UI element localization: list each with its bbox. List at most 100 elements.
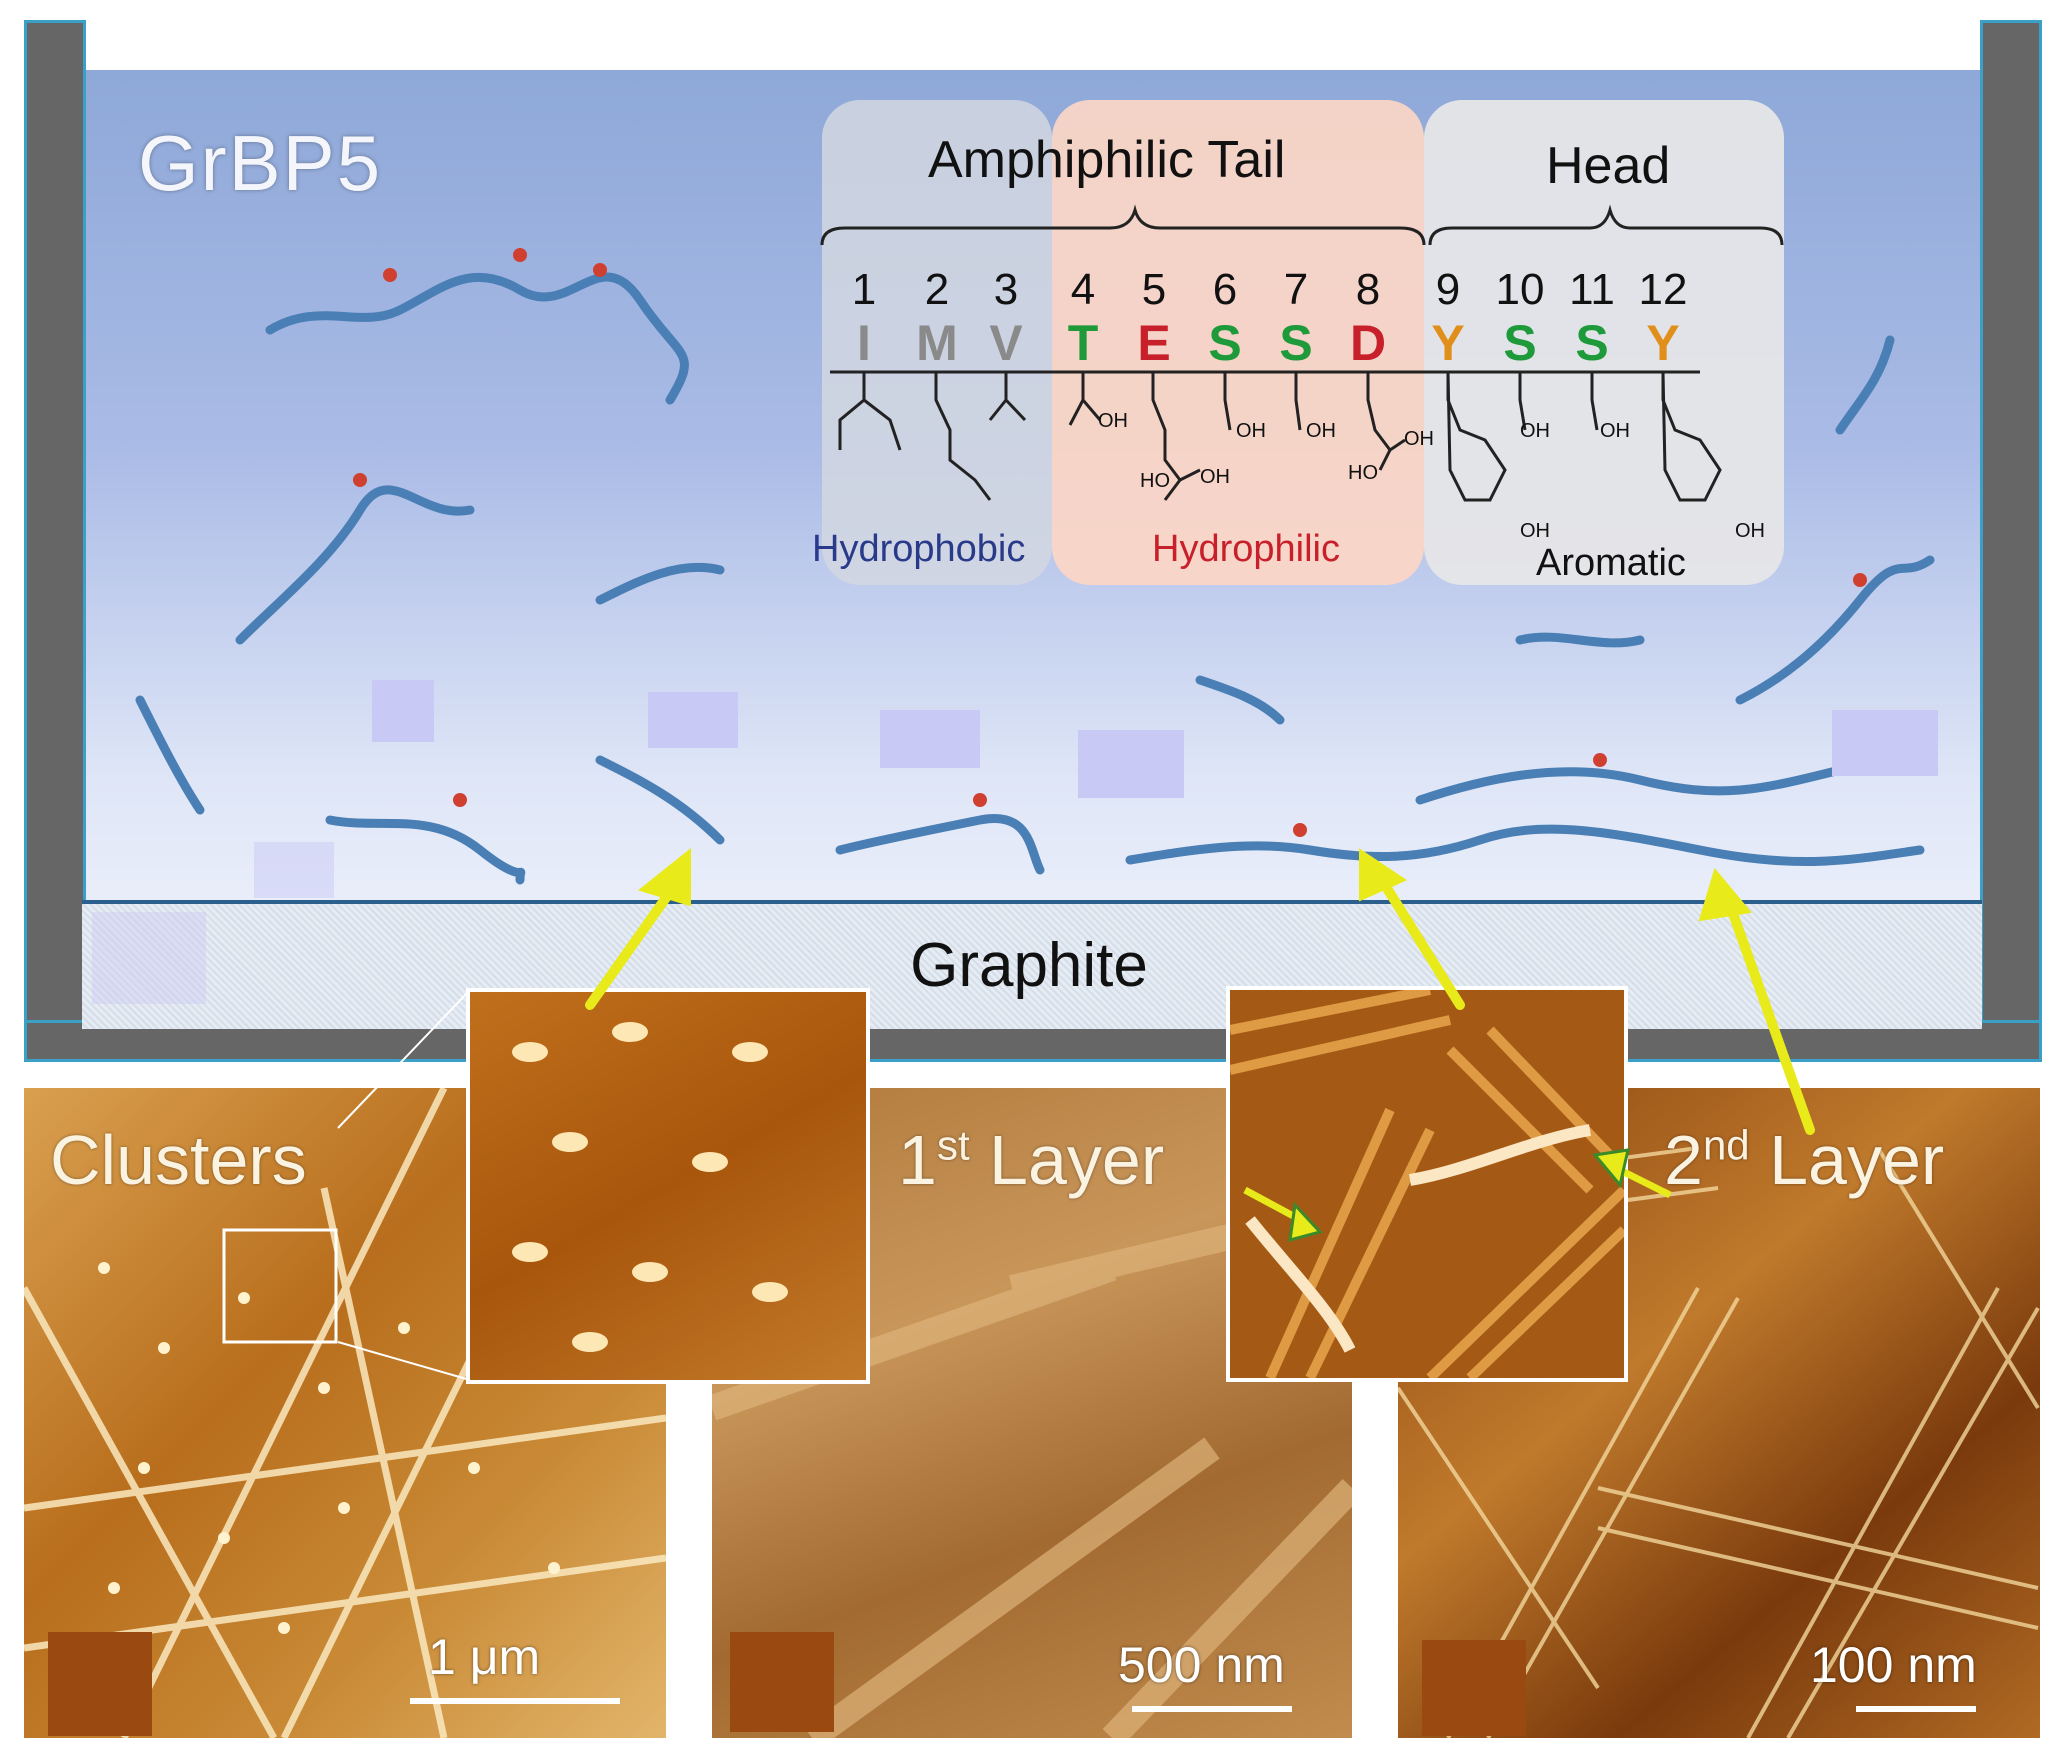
atom-oxygen <box>1853 573 1867 587</box>
cluster-dot <box>238 1292 250 1304</box>
cluster-dot <box>218 1532 230 1544</box>
peptide-chain <box>595 562 725 605</box>
brace-tail <box>820 204 1426 246</box>
atom-oxygen <box>353 473 367 487</box>
side-chain-label: OH <box>1600 420 1630 442</box>
residue-position: 12 <box>1638 265 1688 314</box>
arrow-second-layer <box>1725 900 1815 1135</box>
panel-label-number: 1 <box>898 1121 937 1199</box>
peptide-chain <box>1835 335 1895 435</box>
head-region-box <box>1424 100 1784 585</box>
side-chain-label: OH <box>1520 520 1550 542</box>
panel-label-text: Layer <box>969 1121 1165 1199</box>
arrow-first-layer <box>1380 880 1465 1010</box>
residue-position: 6 <box>1212 265 1238 314</box>
panel-label-ordinal: st <box>936 1121 970 1169</box>
peptide-chain <box>235 485 475 645</box>
side-chain-label: OH <box>1404 428 1434 450</box>
side-chain-label: HO <box>1348 462 1378 484</box>
residue-letter: V <box>989 315 1023 371</box>
cluster-dot <box>318 1382 330 1394</box>
masked-patch <box>880 710 980 768</box>
atom-oxygen <box>383 268 397 282</box>
cluster-dot <box>548 1562 560 1574</box>
panel-label-number: 2 <box>1664 1121 1703 1199</box>
scale-bar-clusters <box>410 1698 620 1704</box>
scale-label-first-layer: 500 nm <box>1118 1637 1285 1693</box>
residue-letter: Y <box>1646 315 1680 371</box>
peptide-chain <box>595 755 725 845</box>
side-chain-ser <box>1518 372 1527 431</box>
cluster-blob <box>692 1152 728 1172</box>
atom-oxygen <box>453 793 467 807</box>
cluster-blob <box>612 1022 648 1042</box>
arrowhead <box>637 847 691 907</box>
peptide-chain <box>325 815 526 885</box>
cluster-blob <box>752 1282 788 1302</box>
side-chain-ser <box>1294 372 1302 431</box>
arrowhead <box>1698 867 1752 922</box>
head-header: Head <box>1546 137 1671 195</box>
side-chain-val <box>988 372 1027 422</box>
residue-position: 11 <box>1569 265 1615 314</box>
masked-patch <box>648 692 738 748</box>
afm-texture <box>512 1022 788 1352</box>
residue-position: 5 <box>1141 265 1167 314</box>
atom-oxygen <box>513 248 527 262</box>
atom-oxygen <box>973 793 987 807</box>
residue-letter: M <box>916 315 958 371</box>
cluster-dot <box>138 1462 150 1474</box>
panel-label-text: Layer <box>1749 1121 1945 1199</box>
brace-head <box>1428 204 1784 246</box>
residue-position: 10 <box>1495 265 1545 314</box>
masked-panel-letter <box>730 1632 834 1732</box>
residue-position: 8 <box>1355 265 1381 314</box>
atom-oxygen <box>1593 753 1607 767</box>
afm-texture <box>1230 990 1624 1378</box>
hydrophobic-region-box <box>822 100 1052 585</box>
peptide-chain <box>1125 824 1925 867</box>
atom-oxygen <box>593 263 607 277</box>
cluster-dot <box>158 1342 170 1354</box>
aromatic-label: Aromatic <box>1536 542 1686 584</box>
cluster-dot <box>398 1322 410 1334</box>
diagram-title: GrBP5 <box>138 119 383 207</box>
residue-letter: T <box>1067 315 1099 371</box>
panel-label-ordinal: nd <box>1702 1121 1750 1169</box>
scale-label-second-layer: 100 nm <box>1810 1637 1977 1693</box>
residue-letter: S <box>1208 315 1242 371</box>
masked-patch <box>254 842 334 898</box>
amphiphilic-tail-header: Amphiphilic Tail <box>928 131 1286 189</box>
side-chain-label: OH <box>1200 466 1230 488</box>
peptide-chain <box>1735 555 1935 705</box>
residue-letter: S <box>1575 315 1609 371</box>
side-chain-tyr <box>1446 371 1507 502</box>
afm-inset-clusters-zoom <box>466 988 870 1384</box>
residue-letter: S <box>1279 315 1313 371</box>
hydrophilic-region-box <box>1052 100 1424 585</box>
peptide-chain <box>835 813 1045 875</box>
residue-position: 3 <box>993 265 1019 314</box>
masked-patch <box>1078 730 1184 798</box>
zoom-region-box <box>222 1228 338 1344</box>
afm-inset-first-layer-zoom <box>1226 986 1628 1382</box>
side-chain-tyr <box>1661 371 1722 502</box>
residue-position: 7 <box>1283 265 1309 314</box>
residue-position: 1 <box>851 265 877 314</box>
residue-letter: E <box>1137 315 1171 371</box>
scale-bar-second-layer <box>1856 1706 1976 1712</box>
cluster-blob <box>512 1042 548 1062</box>
peptide-chain <box>135 695 205 815</box>
residue-letter: Y <box>1431 315 1465 371</box>
side-chain-label: OH <box>1306 420 1336 442</box>
cluster-dot <box>108 1582 120 1594</box>
atom-oxygen <box>1293 823 1307 837</box>
cluster-blob <box>512 1242 548 1262</box>
arrow-clusters <box>585 880 680 1010</box>
masked-panel-letter <box>48 1632 152 1736</box>
cluster-dot <box>468 1462 480 1474</box>
masked-panel-letter <box>1422 1640 1526 1736</box>
residue-position: 2 <box>924 265 950 314</box>
side-chain-label: OH <box>1735 520 1765 542</box>
